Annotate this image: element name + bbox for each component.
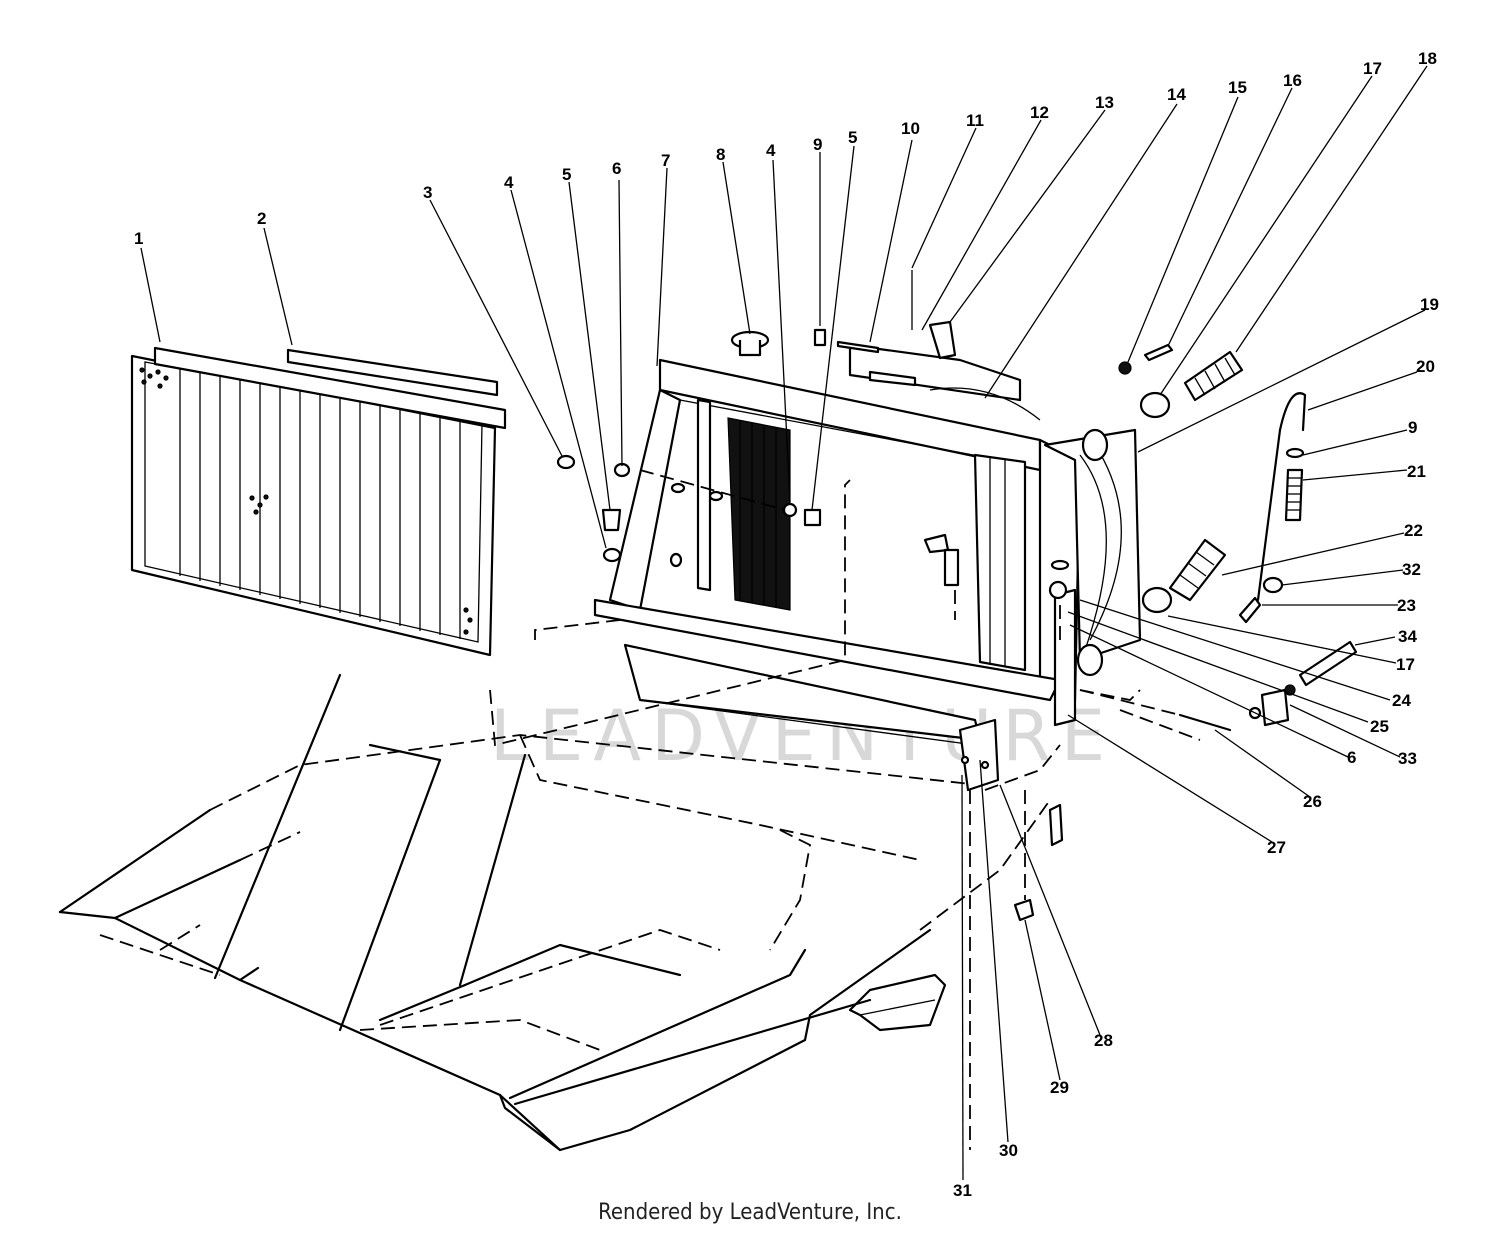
seal-strip: [286, 348, 499, 397]
callout-28: 28: [1094, 1031, 1113, 1050]
callout-25: 25: [1370, 717, 1389, 736]
bottom-baffle: [623, 643, 1000, 792]
tractor-frame: [58, 673, 1064, 1152]
callout-30: 30: [999, 1141, 1018, 1160]
callout-27: 27: [1267, 838, 1286, 857]
callout-4a: 4: [504, 173, 514, 192]
leader-lines: [140, 65, 1428, 1181]
callout-32: 32: [1402, 560, 1421, 579]
callout-15: 15: [1228, 78, 1247, 97]
callout-2: 2: [257, 209, 266, 228]
radiator-screen: [130, 346, 507, 657]
callout-10: 10: [901, 119, 920, 138]
callout-6b: 6: [1347, 748, 1356, 767]
callout-31: 31: [953, 1181, 972, 1200]
callout-13: 13: [1095, 93, 1114, 112]
callout-4b: 4: [766, 141, 776, 160]
callout-1: 1: [134, 229, 143, 248]
radiator-shroud: [593, 330, 1142, 727]
callout-29: 29: [1050, 1078, 1069, 1097]
hardware: [556, 270, 1358, 1150]
callout-33: 33: [1398, 749, 1417, 768]
callout-labels: 1 2 3 4 5 6 7 8 4 9 5 10 11 12 13 14 15 …: [134, 49, 1439, 1200]
callout-5b: 5: [848, 128, 857, 147]
callout-34: 34: [1398, 627, 1417, 646]
callout-7: 7: [661, 151, 670, 170]
footer-credit: Rendered by LeadVenture, Inc.: [598, 1200, 902, 1225]
callout-14: 14: [1167, 85, 1186, 104]
callout-19: 19: [1420, 295, 1439, 314]
callout-8: 8: [716, 145, 725, 164]
callout-9b: 9: [1408, 418, 1417, 437]
callout-22: 22: [1404, 521, 1423, 540]
callout-11: 11: [966, 111, 984, 130]
callout-9a: 9: [813, 135, 822, 154]
callout-12: 12: [1030, 103, 1049, 122]
callout-6a: 6: [612, 159, 621, 178]
callout-17a: 17: [1363, 59, 1382, 78]
callout-24: 24: [1392, 691, 1411, 710]
callout-23: 23: [1397, 596, 1416, 615]
callout-18: 18: [1418, 49, 1437, 68]
callout-21: 21: [1407, 462, 1426, 481]
callout-3: 3: [423, 183, 432, 202]
callout-20: 20: [1416, 357, 1435, 376]
callout-17b: 17: [1396, 655, 1415, 674]
callout-26: 26: [1303, 792, 1322, 811]
callout-16: 16: [1283, 71, 1302, 90]
callout-5a: 5: [562, 165, 571, 184]
